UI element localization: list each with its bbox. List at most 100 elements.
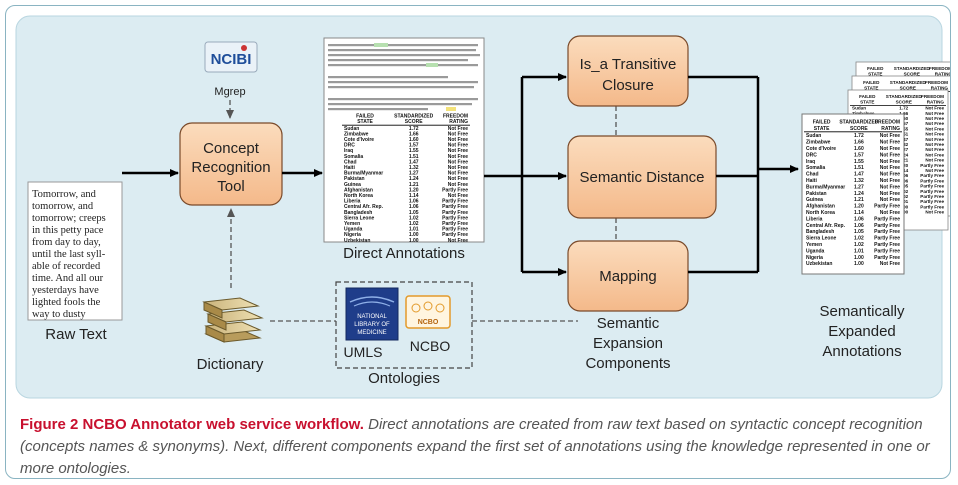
expanded-front-table-cell: 1.02 — [854, 236, 864, 242]
expanded-front-table-cell: Partly Free — [874, 204, 900, 210]
direct-table-cell: Not Free — [448, 159, 469, 165]
expanded-front-table-cell: Central Afr. Rep. — [806, 223, 846, 229]
expanded-back-table-header-cell: RATING — [931, 85, 949, 90]
mapping-label: Mapping — [599, 268, 657, 285]
expanded-back-table-header-cell: STANDARDIZED — [890, 80, 927, 85]
doc-text-line — [328, 98, 478, 101]
direct-table-cell: Liberia — [344, 199, 361, 205]
raw-text-line: in this petty pace — [32, 225, 104, 236]
is-a-line1: Is_a Transitive — [580, 56, 677, 73]
expanded-back-table-cell: Not Free — [925, 111, 944, 116]
expanded-back-table-header-cell: FREEDOM — [921, 94, 944, 99]
umls-label: UMLS — [344, 344, 383, 360]
direct-table-cell: 1.57 — [409, 143, 419, 149]
direct-table-header-cell: SCORE — [405, 119, 423, 125]
direct-table-cell: Partly Free — [442, 204, 468, 210]
expanded-front-table-cell: 1.32 — [854, 178, 864, 184]
expanded-front-table-cell: Afghanistan — [806, 204, 835, 210]
direct-table-cell: 1.60 — [409, 137, 419, 143]
direct-table-cell: 1.20 — [409, 187, 419, 193]
components-group-line2: Expansion — [593, 335, 663, 352]
expanded-front-table-cell: Not Free — [880, 165, 901, 171]
expanded-front-table-cell: 1.02 — [854, 242, 864, 248]
doc-text-line — [328, 64, 478, 67]
expanded-front-table-cell: Chad — [806, 172, 819, 178]
expanded-back-table-cell: Sudan — [852, 106, 866, 111]
expanded-back-table-cell: Not Free — [925, 137, 944, 142]
direct-table-cell: 1.02 — [409, 215, 419, 221]
expanded-front-table-header-cell: FAILED — [813, 119, 831, 125]
doc-highlight — [374, 43, 388, 47]
nlm-logo: NATIONAL LIBRARY OF MEDICINE — [345, 287, 399, 341]
doc-text-line — [328, 49, 476, 52]
raw-text-line: way to dusty — [32, 309, 86, 320]
ontologies-group — [335, 281, 473, 369]
direct-table-cell: Nigeria — [344, 232, 361, 238]
direct-table-cell: Pakistan — [344, 176, 365, 182]
doc-text-line — [328, 59, 468, 62]
direct-table-cell: Not Free — [448, 165, 469, 171]
doc-text-line — [328, 54, 480, 57]
expanded-back-table-header-cell: SCORE — [900, 85, 916, 90]
expanded-back-table-header-cell: STATE — [868, 71, 882, 76]
expanded-front-table-cell: DRC — [806, 152, 817, 158]
fork-arrows — [484, 73, 567, 276]
doc-highlight — [446, 107, 456, 111]
direct-table-cell: Zimbabwe — [344, 131, 369, 137]
expanded-line3: Annotations — [822, 343, 901, 360]
direct-table-cell: 1.02 — [409, 221, 419, 227]
expanded-back-table-header-cell: FAILED — [867, 66, 884, 71]
expanded-front-table-cell: Not Free — [880, 178, 901, 184]
direct-table-cell: Cote d'Ivoire — [344, 137, 374, 143]
direct-table-cell: 1.00 — [409, 232, 419, 238]
expanded-front-table-cell: Partly Free — [874, 255, 900, 261]
expanded-front-table-cell: Iraq — [806, 159, 815, 165]
expanded-back-table-cell: Not Free — [925, 121, 944, 126]
expanded-back-table-cell: Not Free — [925, 106, 944, 111]
expanded-front-table-cell: 1.47 — [854, 172, 864, 178]
expanded-front-table-cell: 1.05 — [854, 229, 864, 235]
expanded-front-table-cell: Zimbabwe — [806, 140, 831, 146]
direct-table-cell: Not Free — [448, 238, 469, 244]
expanded-front-bg — [801, 113, 905, 275]
doc-text-line — [328, 76, 448, 79]
expanded-front-table-cell: 1.72 — [854, 133, 864, 139]
direct-table-cell: Partly Free — [442, 215, 468, 221]
direct-table-cell: Not Free — [448, 148, 469, 154]
expanded-front-table-cell: 1.60 — [854, 146, 864, 152]
raw-text-label: Raw Text — [45, 326, 107, 343]
expanded-front-table-cell: Liberia — [806, 216, 823, 222]
expanded-front-table-cell: Sudan — [806, 133, 821, 139]
expanded-line1: Semantically — [819, 303, 905, 320]
expanded-front-table-cell: Sierra Leone — [806, 236, 837, 242]
expanded-back-table-cell: Partly Free — [920, 189, 944, 194]
expanded-front-table-cell: Not Free — [880, 152, 901, 158]
direct-table-cell: 1.14 — [409, 193, 419, 199]
components-group-line1: Semantic — [597, 315, 660, 332]
direct-table-cell: Guinea — [344, 182, 361, 188]
expanded-front-table-cell: 1.55 — [854, 159, 864, 165]
raw-text-line: tomorrow, and — [32, 201, 94, 212]
expanded-front-table-cell: 1.21 — [854, 197, 864, 203]
direct-table-cell: Partly Free — [442, 187, 468, 193]
direct-table-cell: Chad — [344, 159, 357, 165]
direct-table-header-cell: FREEDOM — [443, 114, 468, 120]
expanded-back-table-header-bg — [850, 93, 946, 106]
expanded-back-table-header-bg — [854, 79, 950, 92]
expanded-back-table-header-cell: FREEDOM — [925, 80, 948, 85]
direct-table-cell: Not Free — [448, 131, 469, 137]
direct-table-cell: North Korea — [344, 193, 373, 199]
expanded-front-table-cell: Partly Free — [874, 216, 900, 222]
direct-table-cell: 1.51 — [409, 154, 419, 160]
expanded-front-table-cell: 1.01 — [854, 248, 864, 254]
raw-text-line: Tomorrow, and — [32, 189, 97, 200]
semantic-distance-box: Semantic Distance — [567, 135, 717, 219]
direct-table-cell: 1.24 — [409, 176, 419, 182]
direct-table-header-bg — [342, 112, 470, 126]
direct-table-cell: Partly Free — [442, 210, 468, 216]
ncbo-logo: NCBO — [405, 295, 451, 329]
direct-table-cell: DRC — [344, 143, 355, 149]
